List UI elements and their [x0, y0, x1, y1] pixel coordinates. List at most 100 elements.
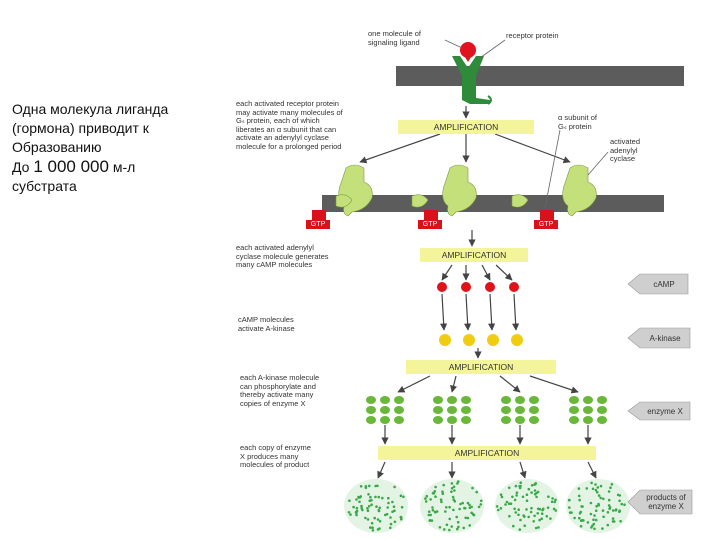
product-molecule: [538, 507, 542, 511]
product-molecule: [550, 500, 554, 504]
product-molecule: [512, 524, 515, 528]
enzyme-x-molecule: [529, 406, 539, 414]
product-molecule: [532, 520, 535, 523]
product-molecule: [580, 519, 583, 522]
product-molecule: [355, 513, 358, 517]
tag-products-label: products of enzyme X: [646, 493, 686, 511]
product-molecule: [594, 488, 598, 492]
product-molecule: [466, 516, 470, 520]
product-molecule: [513, 507, 516, 511]
enzyme-x-molecule: [447, 406, 457, 414]
enzyme-x-molecule: [569, 416, 579, 424]
product-molecule: [389, 526, 392, 530]
enzyme-x-molecule: [501, 416, 511, 424]
product-molecule: [393, 485, 396, 489]
product-molecule: [578, 516, 581, 520]
amplification-band-3: AMPLIFICATION: [406, 360, 556, 374]
product-molecule: [448, 505, 451, 509]
product-molecule: [369, 526, 372, 529]
product-molecule: [523, 524, 526, 527]
product-molecule: [438, 526, 442, 529]
product-molecule: [521, 495, 525, 499]
product-molecule: [545, 514, 549, 518]
product-molecule: [546, 506, 550, 510]
enzyme-x-molecule: [597, 406, 607, 414]
product-molecule: [601, 509, 605, 512]
enzyme-x-molecule: [433, 396, 443, 404]
product-molecule: [374, 484, 377, 488]
product-molecule: [433, 490, 437, 493]
product-molecule: [542, 507, 545, 511]
product-molecule: [366, 509, 370, 512]
product-molecule: [618, 499, 621, 503]
product-molecule: [367, 493, 370, 496]
product-molecule: [440, 500, 443, 504]
product-molecule: [381, 496, 384, 500]
enzyme-x-molecule: [515, 406, 525, 414]
product-molecule: [530, 506, 533, 510]
enzyme-x-groups: [366, 396, 607, 424]
product-molecule: [378, 506, 382, 510]
product-molecule: [554, 509, 558, 512]
product-molecule: [477, 505, 481, 509]
product-molecule: [606, 511, 610, 514]
product-molecule: [591, 487, 595, 491]
product-molecule: [579, 524, 583, 528]
product-molecule: [364, 516, 367, 520]
product-molecule: [448, 528, 451, 532]
product-molecule: [355, 506, 359, 510]
slide-line-4-prefix: До: [12, 159, 34, 175]
product-molecule: [370, 503, 373, 507]
product-molecule: [589, 512, 593, 516]
product-molecule: [377, 508, 381, 512]
enzyme-x-group: [501, 396, 539, 424]
product-molecule: [568, 511, 572, 514]
enzyme-x-molecule: [380, 416, 390, 424]
product-molecule: [595, 490, 599, 494]
enzyme-x-molecule: [366, 396, 376, 404]
product-molecule: [427, 513, 431, 517]
product-molecule: [441, 490, 444, 494]
product-molecule: [577, 494, 581, 498]
product-molecule: [610, 483, 614, 486]
product-molecule: [529, 510, 533, 514]
product-molecule: [533, 514, 536, 518]
product-molecule: [618, 509, 621, 512]
product-molecule: [430, 519, 434, 522]
product-molecule: [517, 508, 520, 512]
product-molecule: [452, 508, 455, 512]
product-molecule: [359, 485, 363, 488]
product-molecule: [393, 520, 397, 524]
product-molecule: [540, 512, 544, 515]
product-molecule: [540, 517, 543, 520]
product-molecule: [592, 518, 595, 521]
product-molecule: [525, 499, 529, 503]
product-molecule: [424, 497, 427, 500]
product-molecule: [514, 484, 518, 488]
product-molecule: [596, 486, 600, 489]
product-molecule: [515, 494, 518, 497]
tag-akinase-label: A-kinase: [649, 334, 681, 343]
product-molecule: [594, 483, 597, 486]
product-molecule: [597, 502, 600, 506]
ligand-molecule: [460, 42, 476, 62]
product-molecule: [578, 498, 581, 502]
enzyme-x-molecule: [501, 396, 511, 404]
product-molecule: [479, 499, 483, 503]
product-molecule: [468, 503, 471, 507]
product-molecule: [567, 498, 571, 502]
product-molecule: [378, 520, 382, 523]
product-molecule: [616, 493, 620, 497]
product-molecule: [364, 485, 368, 488]
product-molecule: [573, 516, 576, 520]
product-molecule: [581, 505, 584, 508]
product-molecule: [391, 510, 394, 514]
product-cloud: [566, 479, 630, 533]
camp-molecules: [437, 282, 519, 292]
enzyme-x-molecule: [597, 416, 607, 424]
akinase-molecules: [439, 334, 523, 346]
product-molecule: [389, 516, 392, 519]
product-molecule: [400, 518, 403, 521]
receptor-caption-pointer: [479, 39, 506, 59]
slide-text: Одна молекула лиганда (гормона) приводит…: [12, 100, 227, 196]
